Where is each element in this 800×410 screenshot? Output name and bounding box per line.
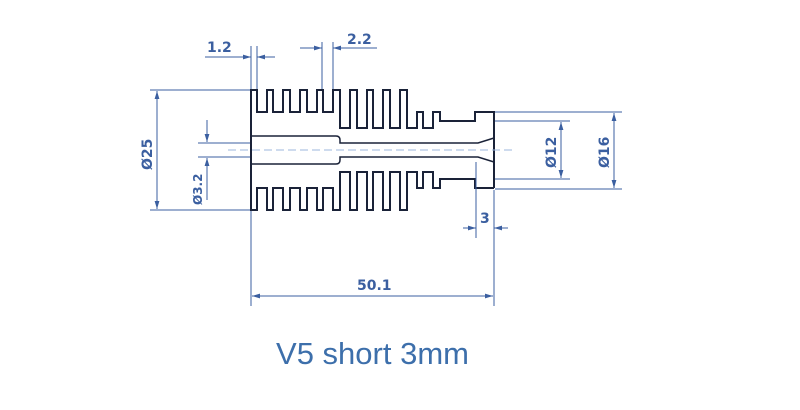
svg-text:Ø3.2: Ø3.2 bbox=[191, 174, 205, 205]
svg-text:Ø12: Ø12 bbox=[544, 137, 560, 168]
dim-outer-diameter: Ø25 bbox=[140, 89, 250, 211]
heatsink-top-profile bbox=[251, 89, 495, 188]
drawing-title: V5 short 3mm bbox=[276, 336, 469, 371]
svg-text:Ø25: Ø25 bbox=[140, 139, 156, 170]
svg-text:2.2: 2.2 bbox=[347, 32, 372, 48]
dim-total-length: 50.1 bbox=[250, 211, 495, 306]
dim-bore-diameter: Ø3.2 bbox=[191, 120, 250, 205]
dim-collar-length: 3 bbox=[463, 162, 508, 238]
svg-text:3: 3 bbox=[480, 211, 490, 227]
dim-fin-wall: 1.2 bbox=[205, 40, 275, 89]
svg-text:Ø16: Ø16 bbox=[597, 137, 613, 168]
bore-profile bbox=[251, 135, 495, 165]
svg-text:1.2: 1.2 bbox=[207, 40, 232, 56]
dim-neck-diameter: Ø12 bbox=[495, 120, 570, 180]
dim-collar-diameter: Ø16 bbox=[495, 111, 622, 190]
dim-fin-pitch: 2.2 bbox=[300, 32, 377, 89]
heatsink-bottom-profile bbox=[251, 171, 494, 211]
svg-text:50.1: 50.1 bbox=[357, 278, 392, 294]
